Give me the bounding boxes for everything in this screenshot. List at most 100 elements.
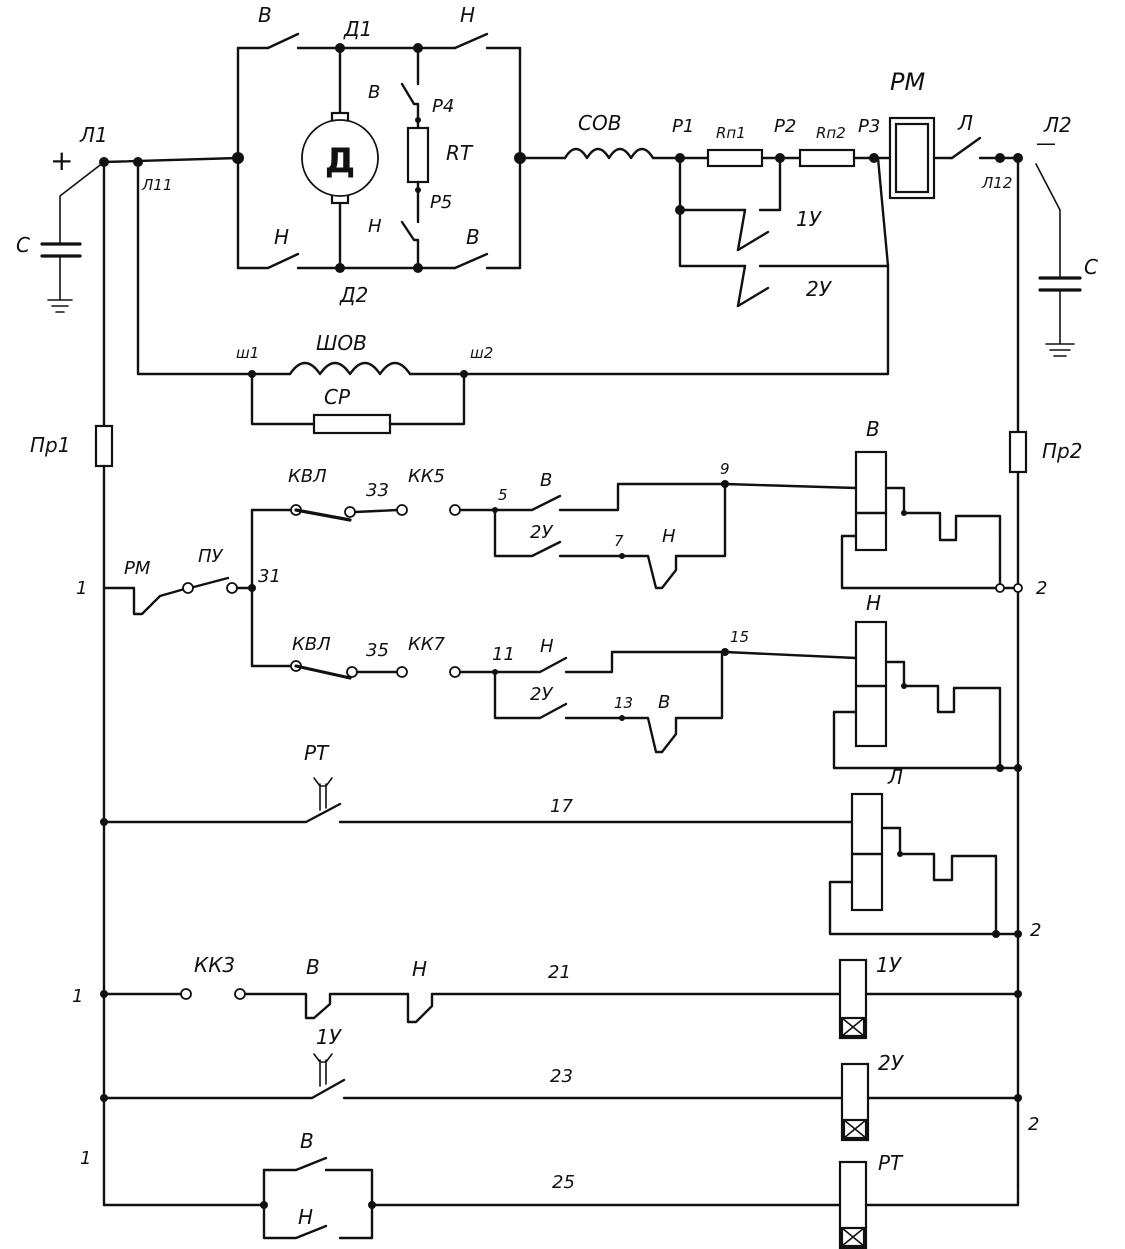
- pu-terminal-1: [182, 582, 194, 594]
- relay-RM-inner: [894, 122, 930, 194]
- label-P3: P3: [858, 116, 880, 137]
- label-35: 35: [366, 640, 389, 661]
- label-B-row2: В: [658, 692, 670, 713]
- capacitor-right: [1038, 276, 1082, 292]
- coil-SHOV: [288, 361, 412, 376]
- contact-2U-row2: [493, 670, 568, 720]
- contact-H-bottom-left: [266, 252, 300, 270]
- label-23: 23: [550, 1066, 573, 1087]
- label-KVL-1: КВЛ: [288, 466, 327, 487]
- node-bridge-right: [514, 152, 526, 164]
- contactor-H-interlock: [884, 660, 1020, 770]
- resistor-Rp1: [706, 148, 764, 168]
- label-KK7: КК7: [408, 634, 446, 655]
- node-P2: [775, 153, 785, 163]
- label-RM-top: РМ: [890, 68, 925, 96]
- label-PU: ПУ: [198, 546, 224, 567]
- label-SHOV: ШОВ: [316, 331, 367, 355]
- label-KVL-2: КВЛ: [292, 634, 331, 655]
- node-D1: [335, 43, 345, 53]
- contact-B-row1: [493, 494, 562, 512]
- kk5-terminal-b: [449, 504, 461, 516]
- contact-B-top-left: [266, 32, 300, 50]
- label-sh1: ш1: [236, 344, 259, 362]
- node-L-2b: [1014, 930, 1022, 938]
- node-L-2a: [992, 930, 1000, 938]
- label-2U-top: 2У: [806, 277, 833, 301]
- kk3-terminal-b: [234, 988, 246, 1000]
- label-2-a: 2: [1036, 578, 1047, 599]
- label-L1: Л1: [79, 123, 108, 147]
- label-coil-B: В: [866, 417, 880, 441]
- label-2-c: 2: [1028, 1114, 1039, 1135]
- coil-COB: [563, 147, 655, 160]
- label-P4: P4: [432, 96, 454, 117]
- label-C-right: С: [1084, 255, 1098, 279]
- contactor-H-return: [832, 710, 1002, 770]
- label-L-top: Л: [957, 111, 973, 135]
- label-RM-ctrl: РМ: [124, 558, 151, 579]
- label-13: 13: [614, 694, 633, 712]
- node-1U-right: [1014, 990, 1022, 998]
- motor-letter: Д: [325, 141, 355, 181]
- contact-B-H-row3: [243, 992, 842, 1024]
- contact-H-p5: [400, 220, 420, 270]
- wire-15-coil: [723, 650, 858, 660]
- contact-H-top-right: [453, 32, 489, 50]
- wire-1U-right: [758, 156, 782, 212]
- label-P1: P1: [672, 116, 694, 137]
- node-L11: [133, 157, 143, 167]
- contact-B-bottom-right: [453, 252, 489, 270]
- supply-wire-left: [102, 156, 240, 164]
- cp-wire-left: [250, 372, 316, 426]
- label-Pr1: Пр1: [30, 433, 70, 457]
- label-1-a: 1: [76, 578, 87, 599]
- label-L2: Л2: [1043, 113, 1072, 137]
- resistor-RT: [406, 126, 430, 184]
- contact-PU: [188, 576, 230, 590]
- label-H-row2: Н: [540, 636, 554, 657]
- label-33: 33: [366, 480, 389, 501]
- label-11: 11: [492, 644, 515, 665]
- label-H-mid: Н: [368, 216, 382, 237]
- label-D1: Д1: [343, 17, 372, 41]
- label-1-b: 1: [72, 986, 83, 1007]
- node-L12: [995, 153, 1005, 163]
- label-Rp2: Rп2: [816, 124, 846, 142]
- u1-timer-symbol: [313, 1053, 333, 1087]
- term-B-2b: [1013, 583, 1023, 593]
- label-coil-1U: 1У: [876, 953, 903, 977]
- cap-right-lead: [1035, 163, 1061, 279]
- label-KK5: КК5: [408, 466, 445, 487]
- contact-1U-blade: [736, 208, 747, 252]
- node-B-coil: [901, 510, 907, 516]
- label-KK3: КК3: [194, 953, 235, 977]
- label-coil-RT: РТ: [878, 1151, 904, 1175]
- label-Pr2: Пр2: [1042, 439, 1082, 463]
- contact-H-row4: [262, 1168, 328, 1240]
- label-COB: СОВ: [578, 111, 621, 135]
- contactor-L-coil: [850, 792, 884, 912]
- shunt-wire-right: [408, 264, 890, 376]
- label-sh2: ш2: [470, 344, 493, 362]
- label-B-bottom-right: В: [466, 225, 480, 249]
- label-H-row1: Н: [662, 526, 676, 547]
- control-circuit: [94, 156, 1028, 1249]
- contact-L-power: [950, 136, 982, 160]
- contact-RM-control: [102, 586, 190, 616]
- contact-H-row1: [620, 482, 727, 590]
- label-2-b: 2: [1030, 920, 1041, 941]
- contactor-L-interlock: [880, 826, 1020, 936]
- node-P3: [869, 153, 879, 163]
- label-minus: —: [1036, 131, 1056, 155]
- contact-1U-timed: [102, 1078, 346, 1100]
- kk7-terminal-b: [449, 666, 461, 678]
- node-H-coil: [901, 683, 907, 689]
- label-1U-top: 1У: [796, 207, 823, 231]
- rt-timer-symbol: [313, 777, 333, 811]
- contact-2U-row1: [493, 508, 562, 558]
- fuse-Pr2: [1008, 430, 1028, 474]
- node-sh2: [460, 370, 468, 378]
- node-D1-rt: [413, 43, 423, 53]
- label-plus: +: [50, 144, 73, 177]
